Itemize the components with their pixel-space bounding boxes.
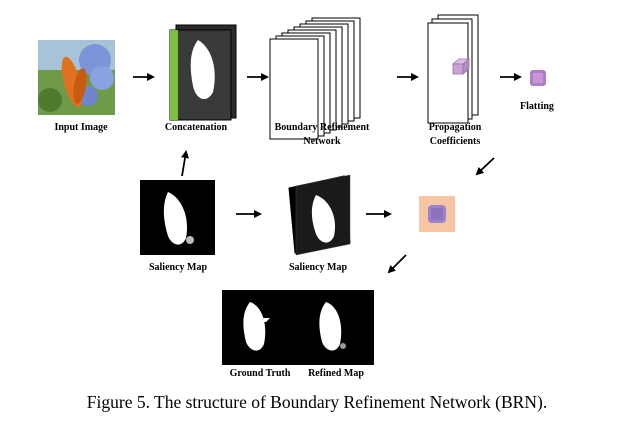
arrows bbox=[133, 73, 522, 274]
saliency-map-2 bbox=[288, 174, 351, 256]
ground-truth-map bbox=[222, 290, 298, 365]
label-propagation-line1: Propagation bbox=[429, 122, 482, 133]
input-image bbox=[38, 40, 115, 115]
label-flatting: Flatting bbox=[520, 101, 554, 112]
kernel-patch bbox=[419, 196, 455, 232]
label-propagation-line2: Coefficients bbox=[430, 136, 481, 147]
label-saliency-map-2: Saliency Map bbox=[289, 262, 347, 273]
label-input-image: Input Image bbox=[54, 122, 108, 133]
label-concatenation: Concatenation bbox=[165, 122, 228, 133]
arrow-flatting-to-kernel bbox=[475, 157, 495, 176]
label-refined-map: Refined Map bbox=[308, 368, 364, 379]
concatenation-stack bbox=[169, 24, 237, 121]
label-saliency-map-1: Saliency Map bbox=[149, 262, 207, 273]
propagation-box bbox=[427, 14, 479, 124]
refined-map bbox=[298, 290, 374, 365]
flatting-patch bbox=[530, 70, 546, 86]
coefficient-cube bbox=[451, 58, 471, 75]
label-brn-line2: Network bbox=[303, 136, 341, 147]
label-ground-truth: Ground Truth bbox=[230, 368, 291, 379]
saliency-map-1 bbox=[140, 180, 215, 255]
arrow-saliency-to-concat bbox=[181, 150, 189, 177]
brn-layer-stack bbox=[269, 17, 361, 140]
arrow-kernel-to-refined bbox=[387, 254, 407, 274]
label-brn-line1: Boundary Refinement bbox=[275, 122, 370, 133]
figure-caption: Figure 5. The structure of Boundary Refi… bbox=[86, 392, 548, 412]
